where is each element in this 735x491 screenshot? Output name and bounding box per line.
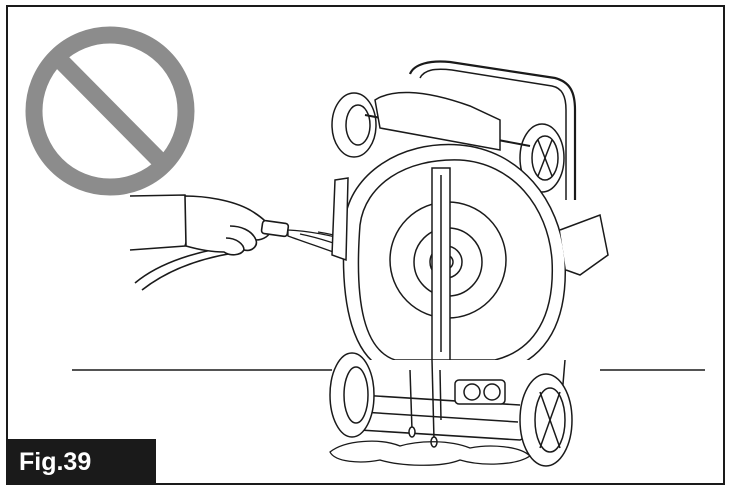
water-puddle bbox=[329, 440, 532, 466]
prohibition-icon bbox=[25, 26, 195, 196]
nozzle bbox=[260, 219, 290, 238]
hand bbox=[184, 195, 272, 256]
lawn-mower bbox=[329, 60, 609, 467]
arm bbox=[129, 194, 190, 251]
figure-label: Fig.39 bbox=[7, 439, 156, 485]
